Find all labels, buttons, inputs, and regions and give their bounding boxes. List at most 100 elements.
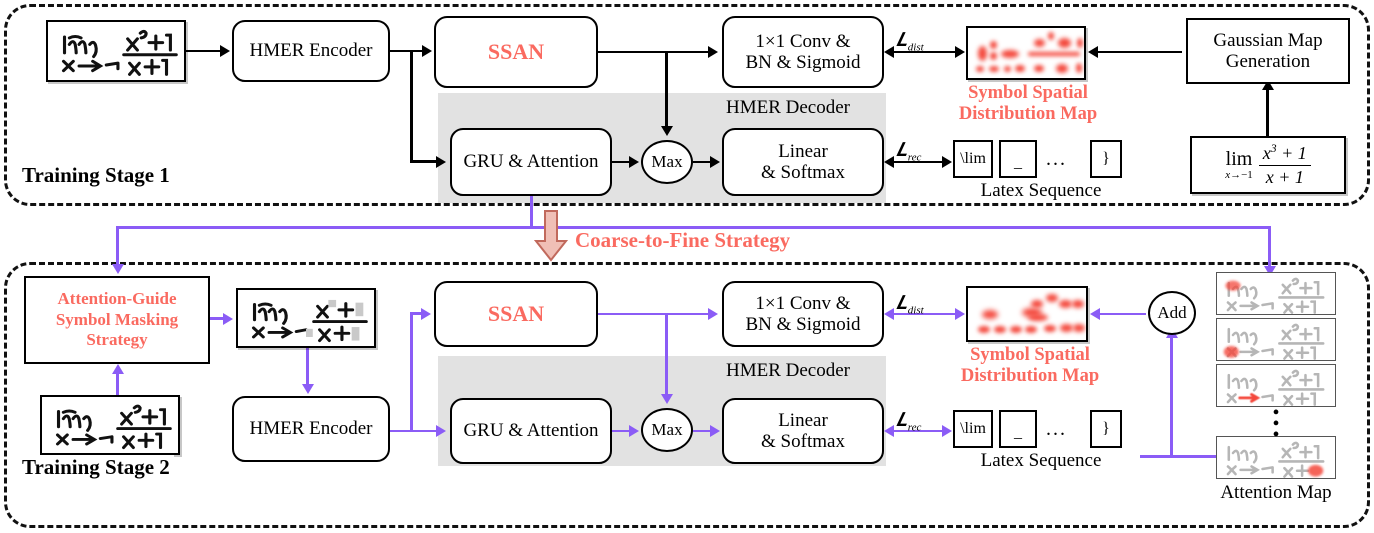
arrow-max-linear — [710, 156, 720, 168]
arrow-encoder-gru — [436, 155, 446, 168]
stage1-latex-ellipsis: ... — [1046, 148, 1067, 170]
attention-map-caption: Attention Map — [1220, 482, 1332, 503]
conn-stage2-gru-max — [612, 429, 632, 433]
stage1-map-caption-line1: Symbol Spatial — [968, 83, 1088, 103]
arrow-linear-latex-right — [942, 156, 952, 168]
conn-encoder-gru — [410, 160, 440, 163]
stage2-add-label: Add — [1157, 303, 1187, 322]
stage2-decoder-panel-label: HMER Decoder — [726, 360, 850, 381]
stage1-linear-line1: Linear — [778, 140, 828, 162]
conn-conv-map — [890, 50, 962, 54]
attention-map-item-3 — [1216, 436, 1336, 479]
stage1-max-label: Max — [651, 152, 683, 171]
conn-stage2-conv-map — [890, 312, 962, 316]
arrow-stage2-conv-map-right — [955, 308, 965, 320]
stage1-gaussian-map-generation[interactable]: Gaussian Map Generation — [1186, 18, 1350, 84]
conn-linear-latex — [890, 160, 948, 164]
stage1-symbol-spatial-map — [966, 26, 1086, 80]
stage1-map-caption: Symbol Spatial Distribution Map — [940, 83, 1116, 124]
stage1-ssan[interactable]: SSAN — [434, 16, 598, 88]
stage2-latex-caption: Latex Sequence — [980, 450, 1102, 471]
stage1-input-image — [46, 20, 186, 82]
conn-gru-to-stage2-v1 — [530, 196, 533, 228]
stage2-gru-label: GRU & Attention — [463, 420, 599, 442]
stage2-add-node: Add — [1148, 291, 1196, 335]
conn-stage2-max-linear — [693, 429, 713, 433]
stage2-conv-block[interactable]: 1×1 Conv & BN & Sigmoid — [722, 281, 884, 347]
arrow-ssan-max — [660, 126, 673, 136]
arrow-stage2-conv-map-left — [884, 308, 894, 320]
stage2-latex-token-3: } — [1090, 410, 1122, 448]
stage1-linear-line2: & Softmax — [761, 162, 845, 183]
stage2-loss-dist-label: 𝑳dist — [896, 293, 924, 317]
stage1-decoder-panel-label: HMER Decoder — [726, 97, 850, 118]
conn-to-attention-v — [1268, 226, 1271, 270]
stage2-latex-token-0: \lim — [953, 410, 993, 448]
conn-gru-to-stage2-h — [116, 226, 532, 229]
masking-line3: Strategy — [86, 330, 148, 350]
stage1-ssan-label: SSAN — [487, 38, 545, 64]
arrow-gru-max — [629, 156, 639, 168]
stage1-linear-softmax[interactable]: Linear & Softmax — [722, 128, 884, 196]
conn-ssan-conv — [598, 50, 712, 54]
conn-stage2-encoder-v — [410, 312, 413, 432]
stage1-latex-token-3: } — [1090, 140, 1122, 178]
stage2-ssan[interactable]: SSAN — [434, 281, 598, 347]
stage1-hmer-encoder-label: HMER Encoder — [249, 40, 373, 62]
stage2-linear-softmax[interactable]: Linear & Softmax — [722, 398, 884, 464]
stage2-attention-guide-masking[interactable]: Attention-Guide Symbol Masking Strategy — [24, 276, 210, 364]
stage1-loss-dist-label: 𝑳dist — [896, 30, 924, 54]
conn-masking-masked — [210, 317, 226, 320]
stage1-gru-attention[interactable]: GRU & Attention — [450, 128, 612, 196]
conn-encoder-split — [390, 49, 428, 53]
conn-stage2-encoder-ssan-h — [410, 312, 424, 315]
conn-max-linear — [693, 160, 713, 164]
stage1-conv-line2: BN & Sigmoid — [745, 52, 861, 73]
stage1-conv-block[interactable]: 1×1 Conv & BN & Sigmoid — [722, 16, 884, 88]
stage2-ssan-label: SSAN — [487, 300, 545, 326]
stage1-container — [4, 4, 1370, 206]
stage2-hmer-encoder[interactable]: HMER Encoder — [232, 396, 390, 462]
coarse-to-fine-arrow-icon — [534, 210, 568, 262]
stage2-map-caption: Symbol Spatial Distribution Map — [940, 345, 1120, 386]
attention-map-item-1 — [1216, 318, 1336, 361]
arrow-add-map — [1090, 308, 1100, 320]
gaussian-line1: Gaussian Map — [1213, 29, 1323, 51]
arrow-linear-latex-left — [884, 156, 894, 168]
stage1-label: Training Stage 1 — [18, 163, 174, 188]
arrow-formula-gaussian — [1261, 80, 1274, 90]
stage2-linear-line2: & Softmax — [761, 431, 845, 452]
stage1-latex-caption: Latex Sequence — [980, 180, 1102, 201]
arrow-encoder-ssan — [422, 45, 432, 57]
conn-gaussian-map — [1094, 50, 1182, 54]
stage2-linear-line1: Linear — [778, 409, 828, 431]
conn-input-encoder — [186, 49, 222, 53]
arrow-stage2-linear-latex-right — [942, 425, 952, 437]
stage1-hmer-encoder[interactable]: HMER Encoder — [232, 20, 390, 82]
stage2-conv-line2: BN & Sigmoid — [745, 314, 861, 335]
stage2-max-node: Max — [641, 408, 693, 452]
stage2-container — [4, 262, 1370, 528]
stage2-label: Training Stage 2 — [18, 455, 174, 480]
conn-attention-add-h — [1140, 455, 1216, 458]
arrow-conv-map-left — [884, 46, 894, 58]
stage2-gru-attention[interactable]: GRU & Attention — [450, 398, 612, 464]
arrow-stage2-ssan-conv — [708, 308, 718, 320]
attention-map-item-2 — [1216, 364, 1336, 407]
conn-ssan-max-v — [665, 50, 668, 129]
stage1-latex-token-1: _ — [999, 140, 1037, 178]
conn-encoder-branch-v — [410, 49, 413, 163]
conn-masked-encoder — [306, 348, 309, 386]
conn-stage2-encoder-h — [390, 429, 438, 433]
conn-formula-gaussian — [1266, 88, 1269, 138]
conn-stage2-ssan-max-v — [665, 312, 668, 397]
conn-stage2-ssan-conv — [598, 312, 712, 316]
stage1-gru-label: GRU & Attention — [463, 151, 599, 173]
arrow-stage2-encoder-ssan — [421, 307, 431, 320]
stage2-max-label: Max — [651, 420, 683, 439]
arrow-input-encoder — [220, 45, 230, 57]
conn-to-attention-h — [530, 226, 1270, 229]
stage1-max-node: Max — [641, 140, 693, 184]
arrow-to-attention-map — [1263, 266, 1276, 276]
